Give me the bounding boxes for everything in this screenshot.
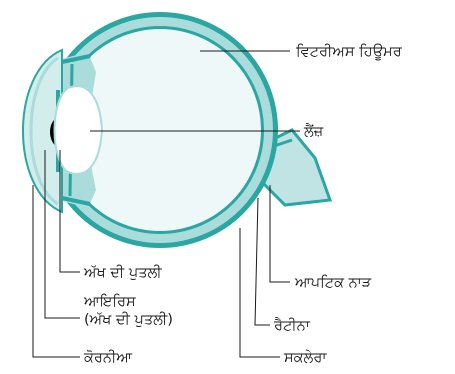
label-iris-subtitle: (ਅੱਖ ਦੀ ਪੁਤਲੀ) (84, 311, 173, 328)
label-cornea: ਕੋਰਨੀਆ (83, 349, 133, 366)
lens (55, 86, 103, 174)
label-iris: ਆਇਰਿਸ (83, 293, 137, 310)
label-lens: ਲੈਂਜ਼ (303, 123, 324, 140)
label-vitreous-humor: ਵਿਟਰੀਅਸ ਹਿਊਮਰ (295, 43, 403, 60)
label-optic-nerve: ਆਪਟਿਕ ਨਾੜ (294, 274, 373, 291)
label-pupil: ਅੱਖ ਦੀ ਪੁਤਲੀ (83, 264, 162, 281)
label-retina: ਰੈਟੀਨਾ (273, 317, 311, 334)
label-sclera: ਸਕਲੇਰਾ (283, 349, 327, 366)
